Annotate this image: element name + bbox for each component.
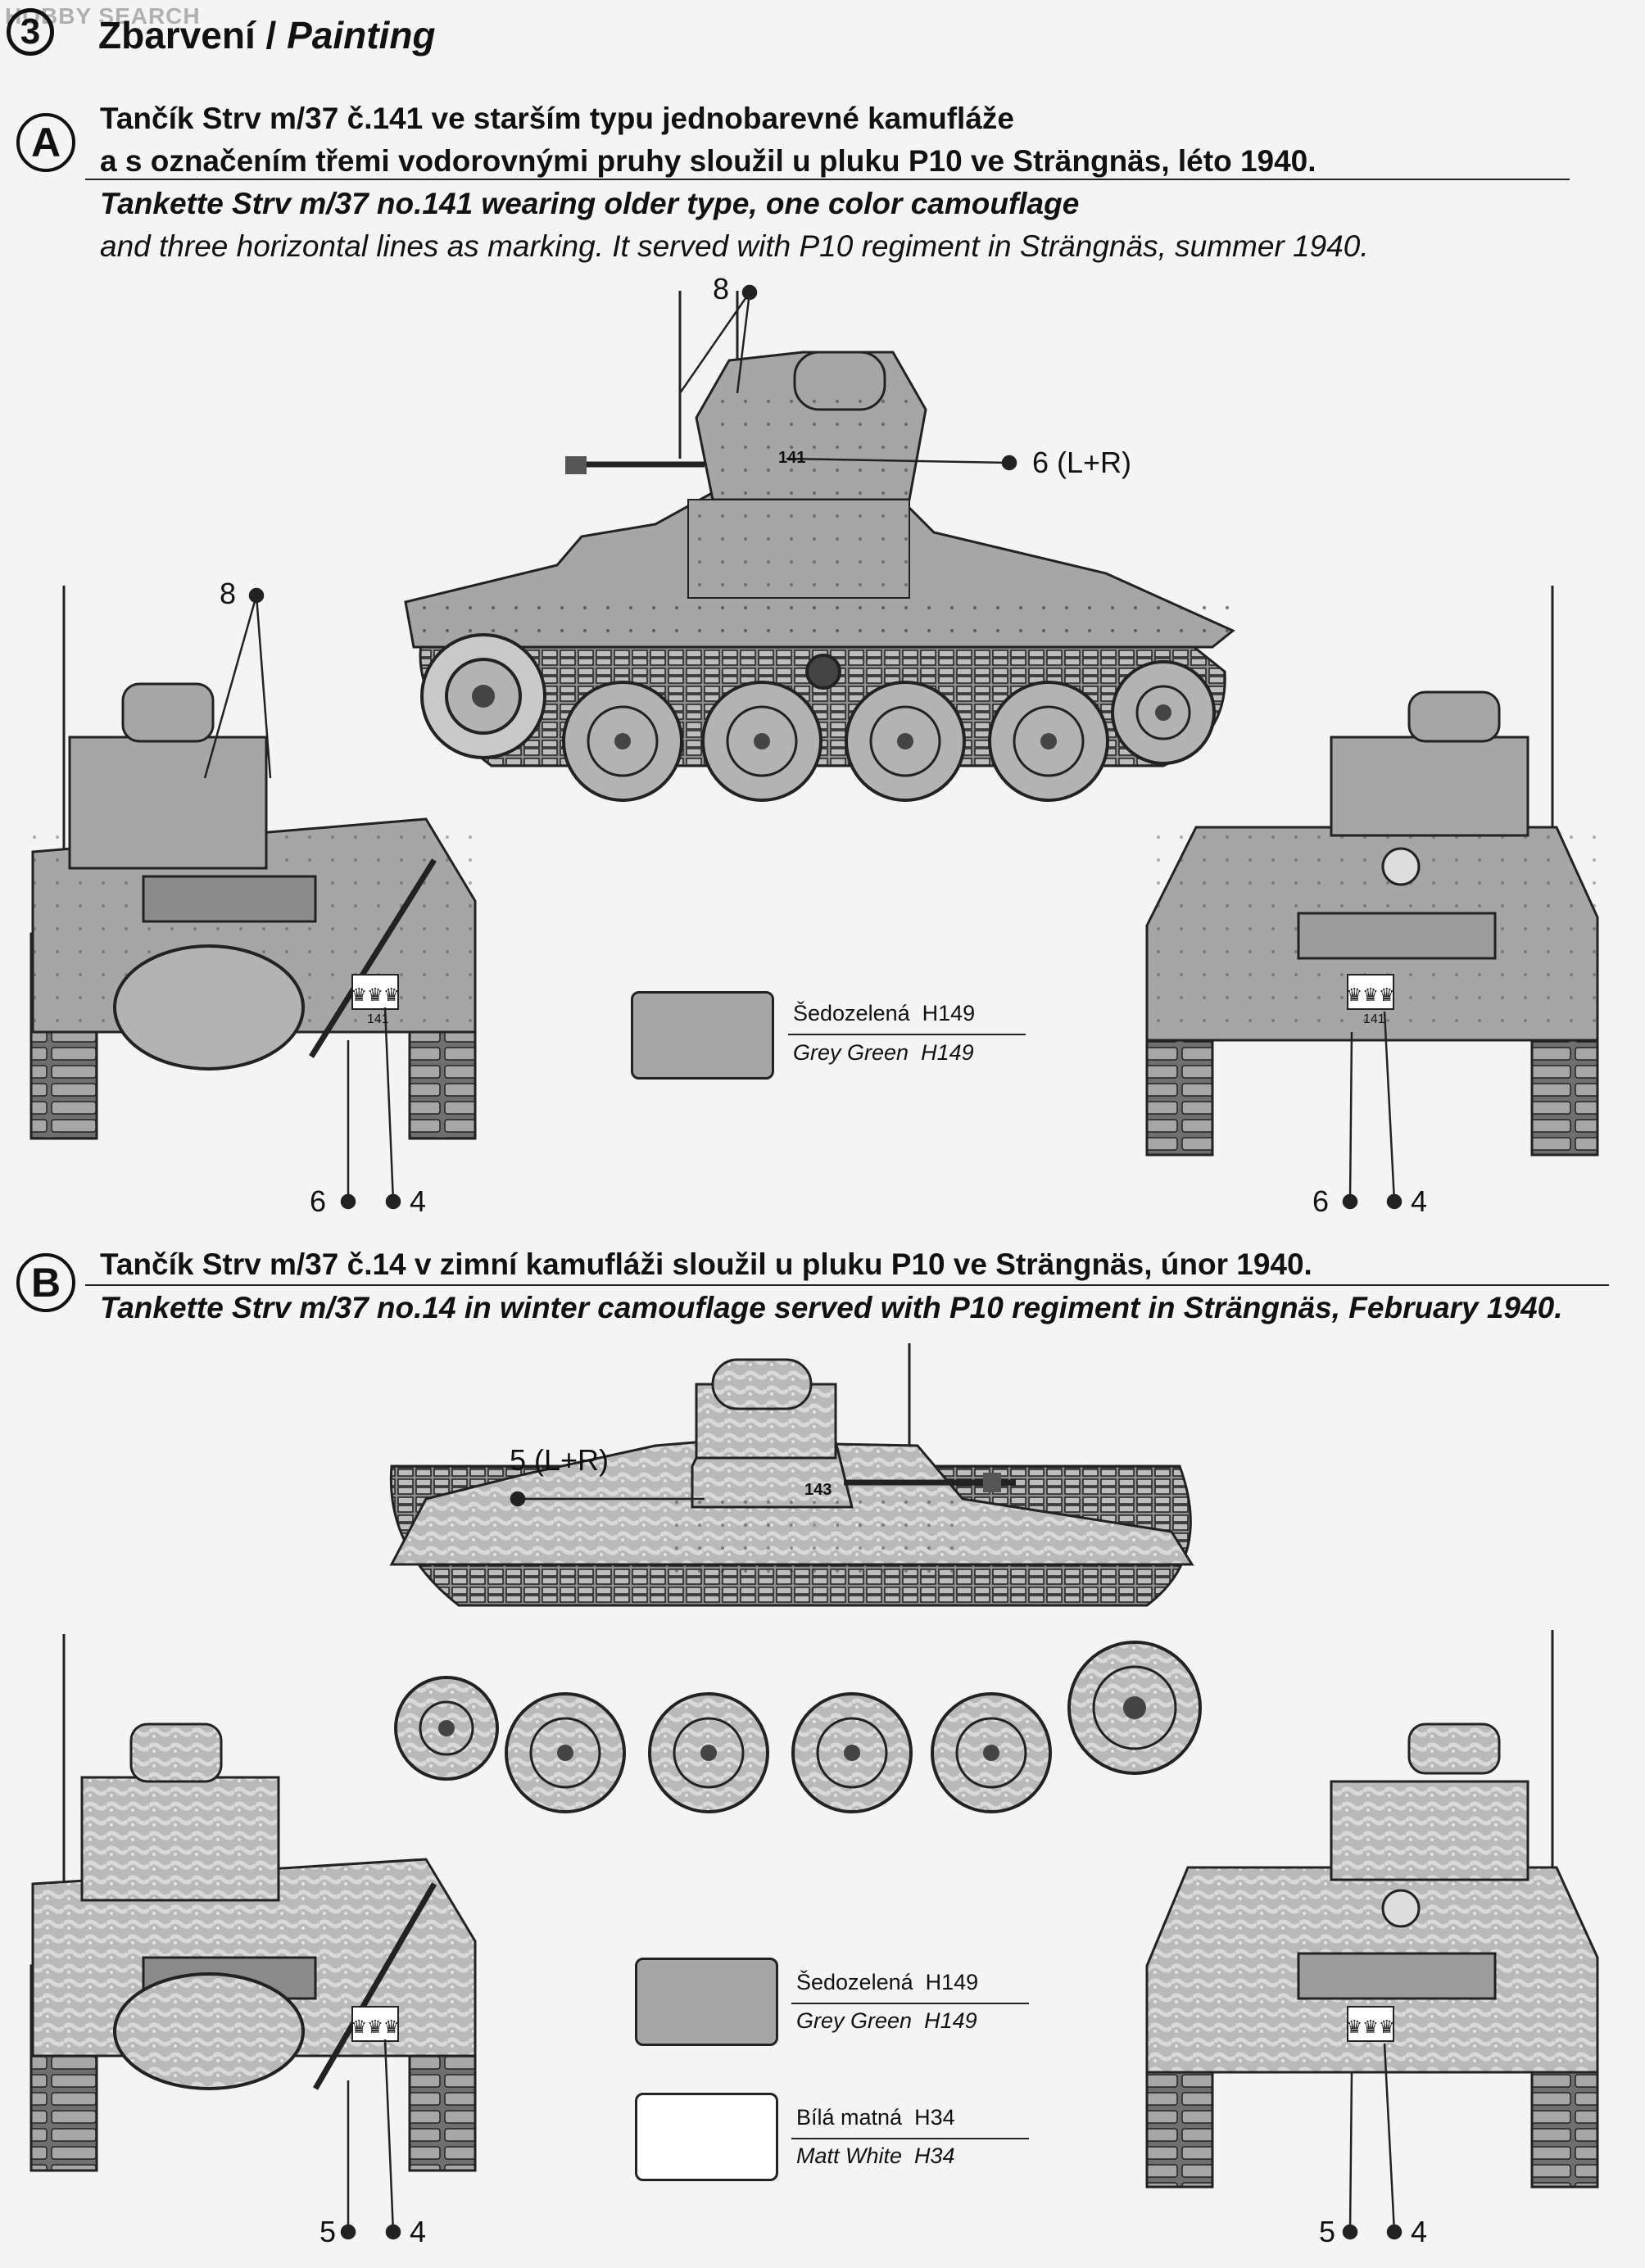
callout-a-side-top: 8: [713, 272, 730, 306]
section-a-caption-en-1: Tankette Strv m/37 no.141 wearing older …: [100, 187, 1080, 220]
section-a-caption-cz-2: a s označením třemi vodorovnými pruhy sl…: [100, 144, 1316, 178]
tank-b-side-view: [389, 1343, 1202, 1813]
tank-a-front-view: ♛♛♛: [29, 586, 477, 1140]
tank-a-front-number: 141: [367, 1012, 389, 1026]
svg-text:♛♛♛: ♛♛♛: [1346, 985, 1394, 1006]
svg-text:♛♛♛: ♛♛♛: [351, 985, 399, 1006]
color-label-divider: [788, 1034, 1026, 1035]
color-label-en: Matt White H34: [796, 2144, 955, 2168]
color-label-cz: Šedozelená H149: [796, 1970, 979, 1994]
callout-a-rear-left: 6: [1312, 1184, 1330, 1218]
callout-b-side-left: 5 (L+R): [510, 1443, 610, 1477]
callout-a-rear-right: 4: [1411, 1184, 1428, 1218]
color-swatch-grey-green: [635, 1958, 778, 2046]
section-a-leader-lines: [203, 284, 1403, 1210]
tank-b-number-decal: 143: [804, 1481, 832, 1499]
section-b-divider: [85, 1284, 1609, 1286]
callout-b-front-left: 5: [319, 2215, 337, 2248]
tank-a-rear-number: 141: [1363, 1012, 1385, 1026]
tank-a-side-view: [404, 291, 1235, 802]
title-cz: Zbarvení /: [98, 14, 288, 57]
tank-a-rear-view: ♛♛♛: [1145, 586, 1599, 1157]
callout-a-front-top: 8: [220, 577, 237, 610]
section-b-badge: B: [16, 1253, 75, 1312]
section-a-caption-en-2: and three horizontal lines as marking. I…: [100, 229, 1369, 263]
color-swatch-matt-white: [635, 2093, 778, 2181]
section-b-leader-lines: [340, 1491, 1403, 2240]
callout-a-side-right: 6 (L+R): [1032, 446, 1132, 479]
color-label-en: Grey Green H149: [796, 2008, 977, 2033]
callout-a-front-left: 6: [310, 1184, 327, 1218]
callout-b-rear-right: 4: [1411, 2215, 1428, 2248]
color-label-en: Grey Green H149: [793, 1040, 974, 1065]
tank-b-rear-view: ♛♛♛: [1145, 1630, 1599, 2189]
page-title: Zbarvení / Painting: [98, 13, 436, 57]
tank-a-number-decal: 141: [778, 449, 806, 467]
section-a-badge: A: [16, 113, 75, 172]
callout-b-rear-left: 5: [1319, 2215, 1336, 2248]
section-b-caption-en-1: Tankette Strv m/37 no.14 in winter camou…: [100, 1291, 1563, 1324]
color-label-divider: [791, 2138, 1029, 2139]
section-a-caption-cz-1: Tančík Strv m/37 č.141 ve starším typu j…: [100, 102, 1014, 135]
color-swatch-grey-green: [631, 991, 774, 1080]
callout-b-front-right: 4: [410, 2215, 427, 2248]
svg-text:♛♛♛: ♛♛♛: [1346, 2017, 1394, 2038]
color-label-divider: [791, 2003, 1029, 2004]
color-label-cz: Šedozelená H149: [793, 1001, 976, 1025]
step-number-badge: 3: [7, 8, 54, 56]
callout-a-front-right: 4: [410, 1184, 427, 1218]
svg-text:♛♛♛: ♛♛♛: [351, 2017, 399, 2038]
title-en: Painting: [287, 14, 436, 57]
section-b-caption-cz-1: Tančík Strv m/37 č.14 v zimní kamufláži …: [100, 1247, 1312, 1281]
tank-b-front-view: ♛♛♛: [29, 1634, 477, 2172]
color-label-cz: Bílá matná H34: [796, 2105, 955, 2130]
section-a-divider: [85, 179, 1570, 180]
